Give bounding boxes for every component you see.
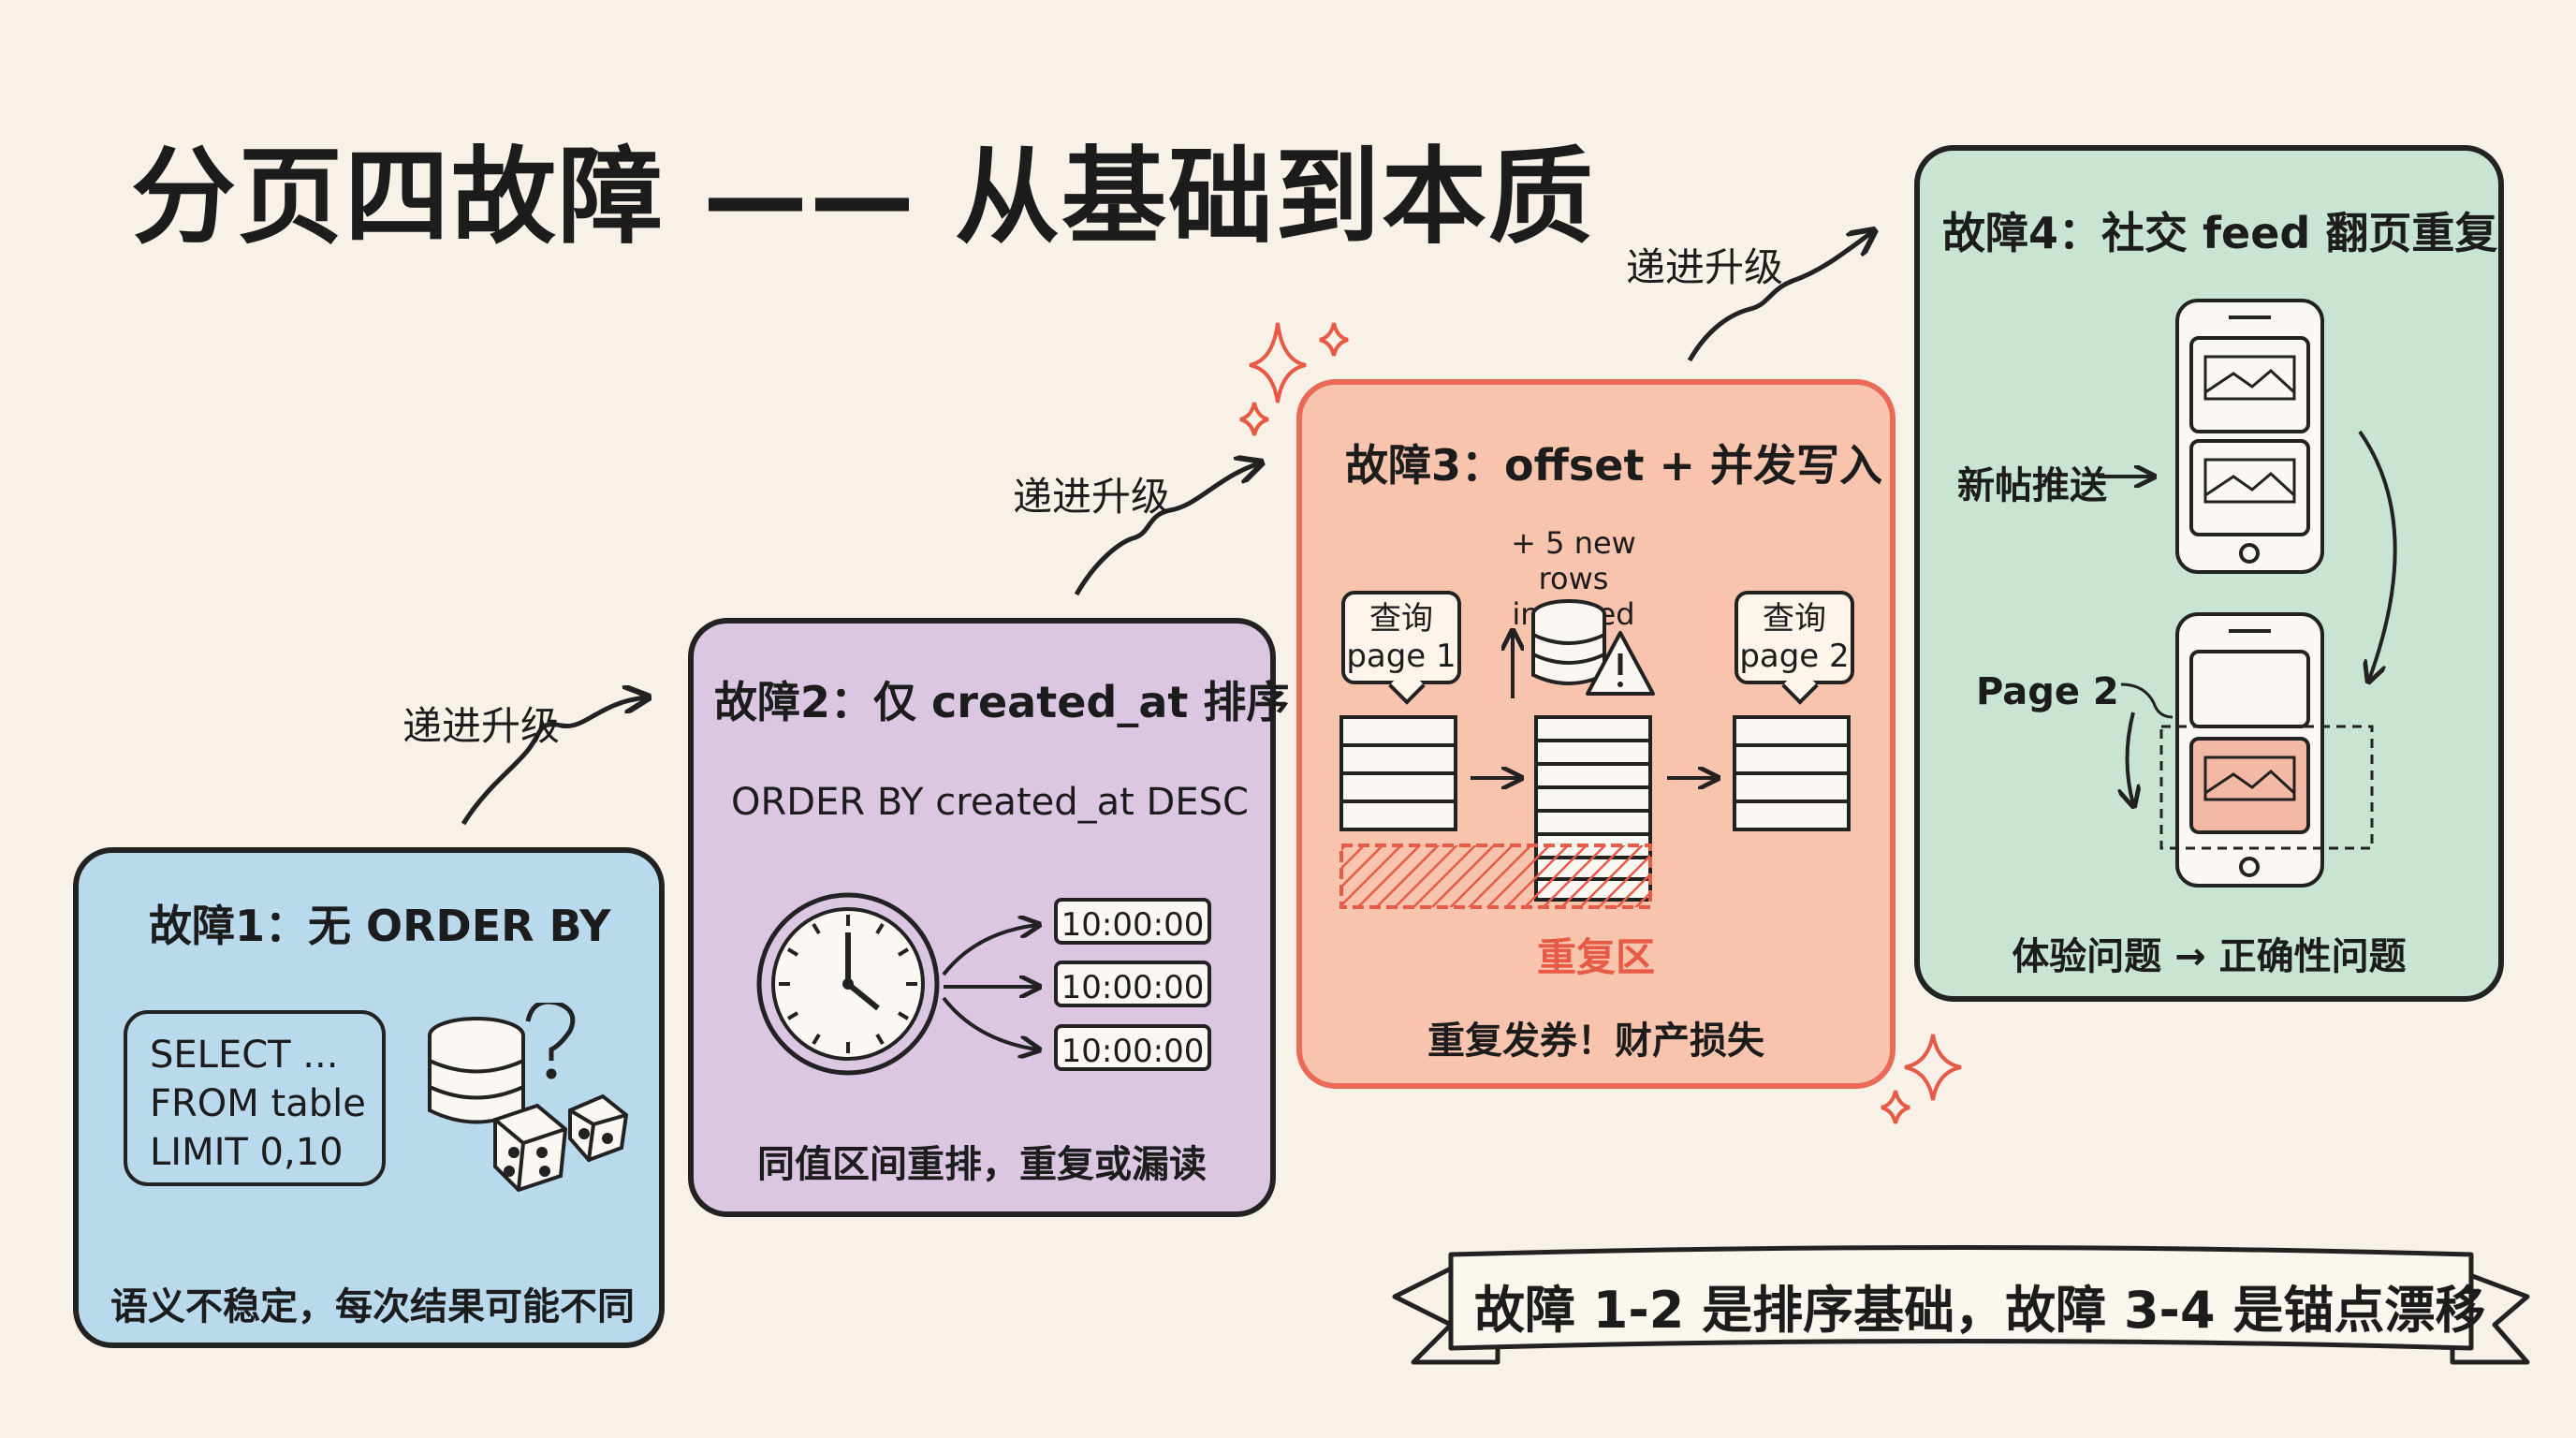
duplicate-zone-label: 重复区 bbox=[1536, 934, 1655, 980]
database-icon bbox=[1531, 599, 1606, 685]
progress-arrow-1 bbox=[461, 697, 646, 826]
fault-card-1: 故障1：无 ORDER BY SELECT ... FROM table LIM… bbox=[73, 847, 665, 1348]
card-title: 故障3：offset + 并发写入 bbox=[1345, 440, 1883, 491]
query-page2-bubble: 查询 page 2 bbox=[1734, 591, 1854, 684]
timestamp-box: 10:00:00 bbox=[1054, 1024, 1211, 1071]
footer-ribbon bbox=[1392, 1245, 2530, 1365]
sparkle-icon bbox=[1239, 322, 1962, 1124]
timestamp-box: 10:00:00 bbox=[1054, 961, 1211, 1007]
image-icon bbox=[2203, 756, 2296, 801]
sql-line: SELECT ... bbox=[150, 1034, 339, 1077]
fault-card-3: 故障3：offset + 并发写入 + 5 new rows inserted … bbox=[1296, 379, 1895, 1089]
fan-out-arrows bbox=[942, 904, 1051, 1064]
phone-icon bbox=[2175, 299, 2324, 574]
progression-label-3: 递进升级 bbox=[1626, 244, 1784, 290]
progress-arrow-2 bbox=[1074, 463, 1259, 596]
page2-window bbox=[2159, 725, 2374, 850]
warning-icon bbox=[1586, 631, 1655, 696]
card-caption: 体验问题 → 正确性问题 bbox=[2012, 935, 2407, 978]
card-caption: 语义不稳定，每次结果可能不同 bbox=[110, 1285, 635, 1328]
image-icon bbox=[2203, 355, 2296, 504]
card-title: 故障4：社交 feed 翻页重复 bbox=[1942, 208, 2498, 258]
card-caption: 重复发券！财产损失 bbox=[1427, 1020, 1764, 1063]
progression-label-1: 递进升级 bbox=[402, 703, 561, 749]
sql-line: LIMIT 0,10 bbox=[150, 1131, 344, 1174]
page2-label: Page 2 bbox=[1976, 670, 2119, 713]
duplicate-zone bbox=[1339, 844, 1652, 909]
progress-arrow-3 bbox=[1687, 232, 1872, 362]
card-caption: 同值区间重排，重复或漏读 bbox=[757, 1143, 1207, 1186]
dice-icon bbox=[493, 1093, 629, 1193]
clock-icon bbox=[756, 892, 940, 1076]
footer-summary: 故障 1-2 是排序基础，故障 3-4 是锚点漂移 bbox=[1474, 1281, 2486, 1340]
sql-line: FROM table bbox=[150, 1082, 366, 1125]
query-page1-bubble: 查询 page 1 bbox=[1341, 591, 1461, 684]
fault-card-2: 故障2：仅 created_at 排序 ORDER BY created_at … bbox=[688, 618, 1289, 1217]
phone-icon bbox=[2175, 612, 2324, 888]
database-dice-icon bbox=[428, 1003, 629, 1193]
timestamp-box: 10:00:00 bbox=[1054, 898, 1211, 945]
fault-card-4: 故障4：社交 feed 翻页重复 新帖推送 Page 2 体验问 bbox=[1914, 145, 2504, 1002]
feed-phones-diagram bbox=[2098, 299, 2397, 888]
sql-snippet: SELECT ... FROM table LIMIT 0,10 bbox=[124, 1010, 386, 1186]
page-shift-diagram bbox=[1339, 599, 1851, 909]
card-title: 故障1：无 ORDER BY bbox=[149, 901, 611, 951]
page-title: 分页四故障 —— 从基础到本质 bbox=[131, 137, 1595, 258]
card-title: 故障2：仅 created_at 排序 bbox=[714, 677, 1290, 727]
order-by-clause: ORDER BY created_at DESC bbox=[731, 781, 1249, 824]
question-mark-icon bbox=[525, 1003, 576, 1079]
progression-label-2: 递进升级 bbox=[1013, 474, 1171, 520]
new-post-label: 新帖推送 bbox=[1957, 464, 2107, 507]
